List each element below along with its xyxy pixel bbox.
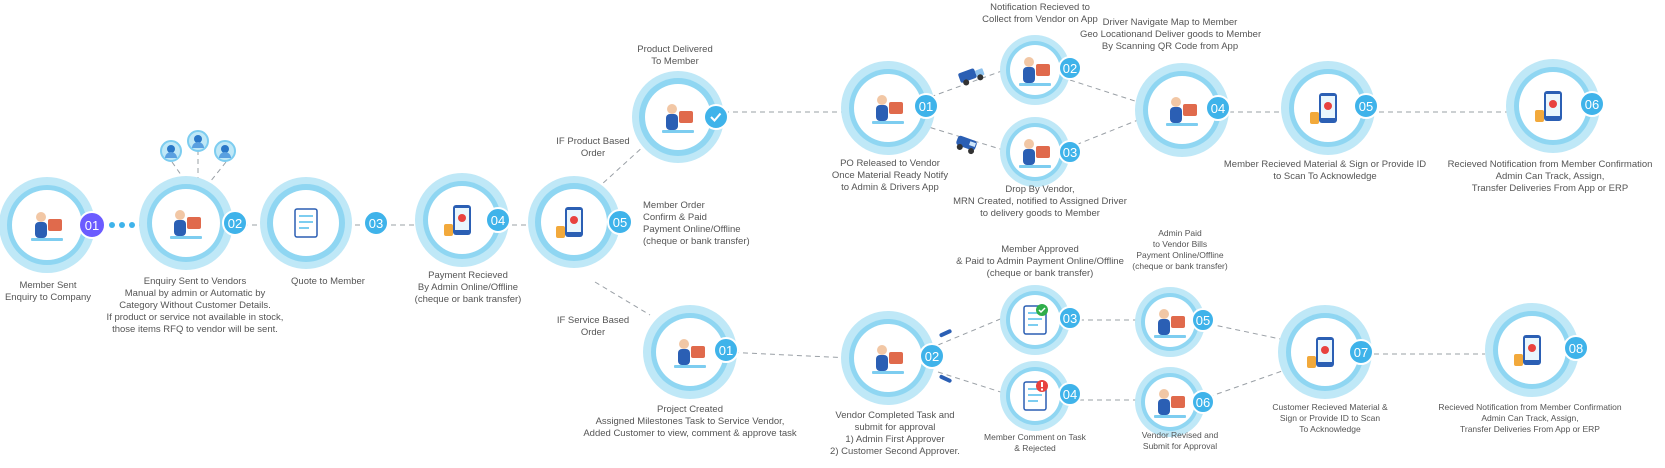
service-03-label: Member Approved& Paid to Admin Payment O… (956, 244, 1124, 279)
service-04-number-badge: 04 (1058, 382, 1082, 406)
step-02-number-badge: 02 (222, 210, 248, 236)
product-06-label: Recieved Notification from Member Confir… (1447, 159, 1653, 194)
vendor-bill-payment-icon (1145, 297, 1195, 347)
van-icon (956, 135, 977, 155)
service-04-label: Member Comment on Task& Rejected (984, 432, 1086, 453)
product-01-number-badge: 01 (913, 93, 939, 119)
product-06-number-badge: 06 (1579, 91, 1605, 117)
step-03-node (260, 177, 352, 269)
truck-icon (958, 68, 985, 86)
step-01-number-badge: 01 (78, 211, 106, 239)
product-02-number-badge: 02 (1058, 56, 1082, 80)
service-03-node (1000, 285, 1070, 355)
step-03-number-badge: 03 (363, 210, 389, 236)
product-delivered-icon (645, 84, 711, 150)
step-05-node (528, 176, 620, 268)
customer-received-icon (1291, 318, 1359, 386)
step-03-label: Quote to Member (291, 276, 365, 287)
service-07-number-badge: 07 (1348, 339, 1374, 365)
step-05-number-badge: 05 (607, 209, 633, 235)
vendor-notification-icon (1010, 45, 1060, 95)
step-01-node (0, 177, 95, 273)
project-team-icon (656, 318, 724, 386)
service-06-number-badge: 06 (1191, 390, 1215, 414)
service-04-node (1000, 361, 1070, 431)
rejected-document-icon (1010, 371, 1060, 421)
step-04-number-badge: 04 (485, 207, 511, 233)
product-05-label: Member Recieved Material & Sign or Provi… (1223, 159, 1427, 182)
service-01-number-badge: 01 (713, 337, 739, 363)
service-08-label: Recieved Notification from Member Confir… (1438, 402, 1622, 434)
vendor-enquiry-icon (152, 189, 220, 257)
po-release-icon (854, 74, 922, 142)
quote-document-icon (273, 190, 339, 256)
pen-icon (939, 374, 952, 383)
delivery-tracking-icon (1519, 72, 1587, 140)
service-02-number-badge: 02 (919, 343, 945, 369)
user-avatar-icon (214, 140, 236, 162)
vendor-task-icon (854, 324, 922, 392)
product-05-number-badge: 05 (1353, 93, 1379, 119)
step-02-node (139, 176, 233, 270)
product-05-node (1281, 61, 1375, 155)
order-confirm-icon (541, 189, 607, 255)
service-tracking-icon (1498, 316, 1566, 384)
material-received-icon (1294, 74, 1362, 142)
member-enquiry-icon (12, 190, 82, 260)
product-06-node (1506, 59, 1600, 153)
product-04-number-badge: 04 (1205, 95, 1231, 121)
product-03-label: Drop By Vendor,MRN Created, notified to … (953, 184, 1127, 219)
approved-document-icon (1010, 295, 1060, 345)
pen-icon (939, 329, 952, 338)
drop-by-vendor-icon (1010, 127, 1060, 177)
user-avatar-icon (187, 130, 209, 152)
driver-map-icon (1148, 76, 1216, 144)
service-07-label: Customer Recieved Material &Sign or Prov… (1272, 402, 1388, 434)
product-03-number-badge: 03 (1058, 140, 1082, 164)
service-05-number-badge: 05 (1191, 308, 1215, 332)
service-05-node (1135, 287, 1205, 357)
service-03-number-badge: 03 (1058, 306, 1082, 330)
vendor-revision-icon (1145, 377, 1195, 427)
checkmark-icon (703, 104, 729, 130)
user-avatar-icon (160, 140, 182, 162)
service-08-number-badge: 08 (1563, 335, 1589, 361)
mobile-payment-icon (428, 186, 496, 254)
service-08-node (1485, 303, 1579, 397)
